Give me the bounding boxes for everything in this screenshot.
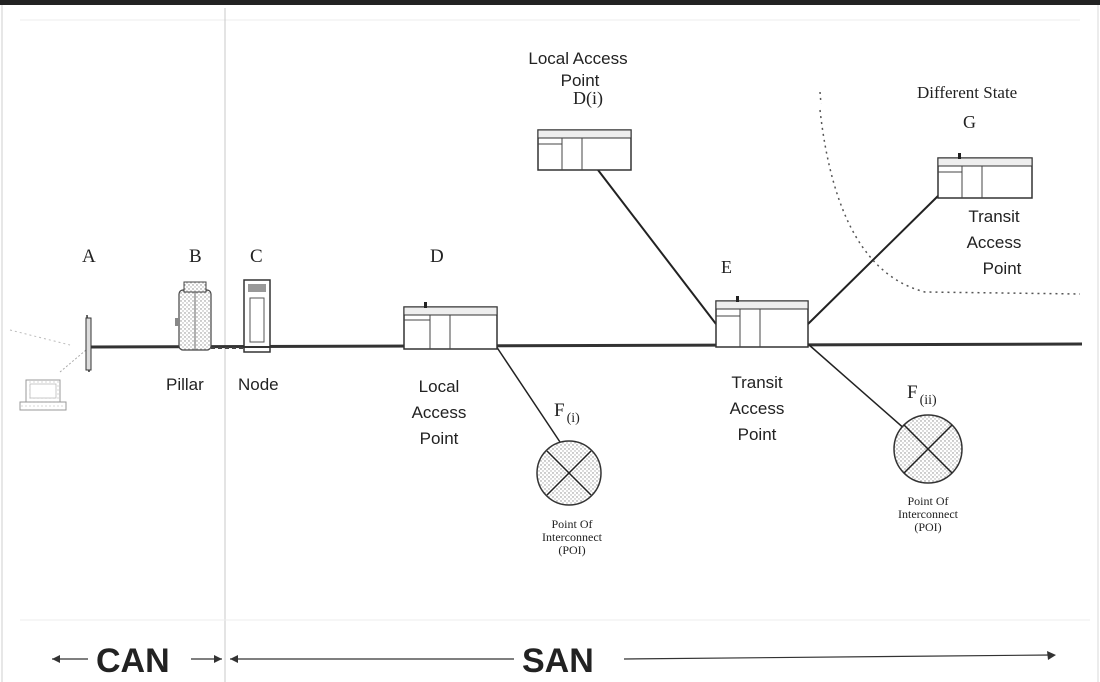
tap-e-line3: Point: [738, 425, 777, 444]
main-cable: [90, 344, 1082, 347]
label-f1-letter: F: [554, 400, 565, 421]
poi2-line1: Point Of: [907, 494, 948, 508]
san-label: SAN: [522, 642, 594, 680]
can-zone: CAN: [52, 642, 222, 680]
different-state-label: Different State: [917, 83, 1017, 102]
poi-1-icon: [537, 441, 601, 505]
state-boundary-tick: [820, 92, 821, 104]
connection-point-icon: [86, 315, 91, 372]
label-b: B: [189, 246, 202, 267]
label-di: D(i): [573, 88, 603, 109]
tap-g-line3: Point: [983, 259, 1022, 278]
tap-e-line2: Access: [730, 399, 785, 418]
label-c: C: [250, 246, 263, 267]
computer-lead: [60, 350, 86, 372]
transit-access-point-e-icon: [716, 296, 808, 347]
poi2-line3: (POI): [914, 520, 941, 534]
local-access-point-d-icon: [404, 302, 497, 349]
poi1-line3: (POI): [558, 543, 585, 557]
pillar-label: Pillar: [166, 375, 204, 394]
label-f2: F(ii): [907, 382, 937, 408]
customer-lead: [10, 330, 70, 345]
node-icon: [244, 280, 270, 352]
tap-g-line1: Transit: [968, 207, 1020, 226]
pillar-icon: [175, 282, 211, 350]
branch-e-to-g: [808, 194, 940, 324]
san-right-arrow-icon: [1047, 651, 1056, 660]
san-zone: SAN: [230, 642, 1056, 680]
tap-e-line1: Transit: [731, 373, 783, 392]
can-label: CAN: [96, 642, 170, 680]
state-boundary: [820, 110, 1080, 294]
transit-access-point-g-icon: [938, 153, 1032, 198]
lap-d-line3: Point: [420, 429, 459, 448]
tap-g-line2: Access: [967, 233, 1022, 252]
label-d: D: [430, 246, 444, 267]
poi1-line2: Interconnect: [542, 530, 603, 544]
can-right-arrow-icon: [214, 655, 222, 663]
poi-2-icon: [894, 415, 962, 483]
label-f1: F(i): [554, 400, 580, 426]
node-label: Node: [238, 375, 279, 394]
poi2-line2: Interconnect: [898, 507, 959, 521]
label-e: E: [721, 257, 732, 277]
top-border: [0, 0, 1100, 5]
lap-d-line1: Local: [419, 377, 460, 396]
label-f1-sub: (i): [567, 411, 581, 426]
local-access-point-di-icon: [538, 130, 631, 170]
branch-d-to-poi1: [496, 346, 560, 442]
computer-icon: [20, 380, 66, 410]
label-f2-letter: F: [907, 382, 918, 403]
can-left-arrow-icon: [52, 655, 60, 663]
lap-top-line1: Local Access: [528, 49, 627, 68]
poi1-line1: Point Of: [551, 517, 592, 531]
label-a: A: [82, 246, 96, 267]
san-left-arrow-icon: [230, 655, 238, 663]
label-g: G: [963, 112, 976, 132]
branch-e-to-poi2: [808, 344, 915, 438]
lap-d-line2: Access: [412, 403, 467, 422]
lap-top-line2: Point: [561, 71, 600, 90]
label-f2-sub: (ii): [920, 393, 937, 408]
branch-di-to-e: [598, 170, 716, 324]
